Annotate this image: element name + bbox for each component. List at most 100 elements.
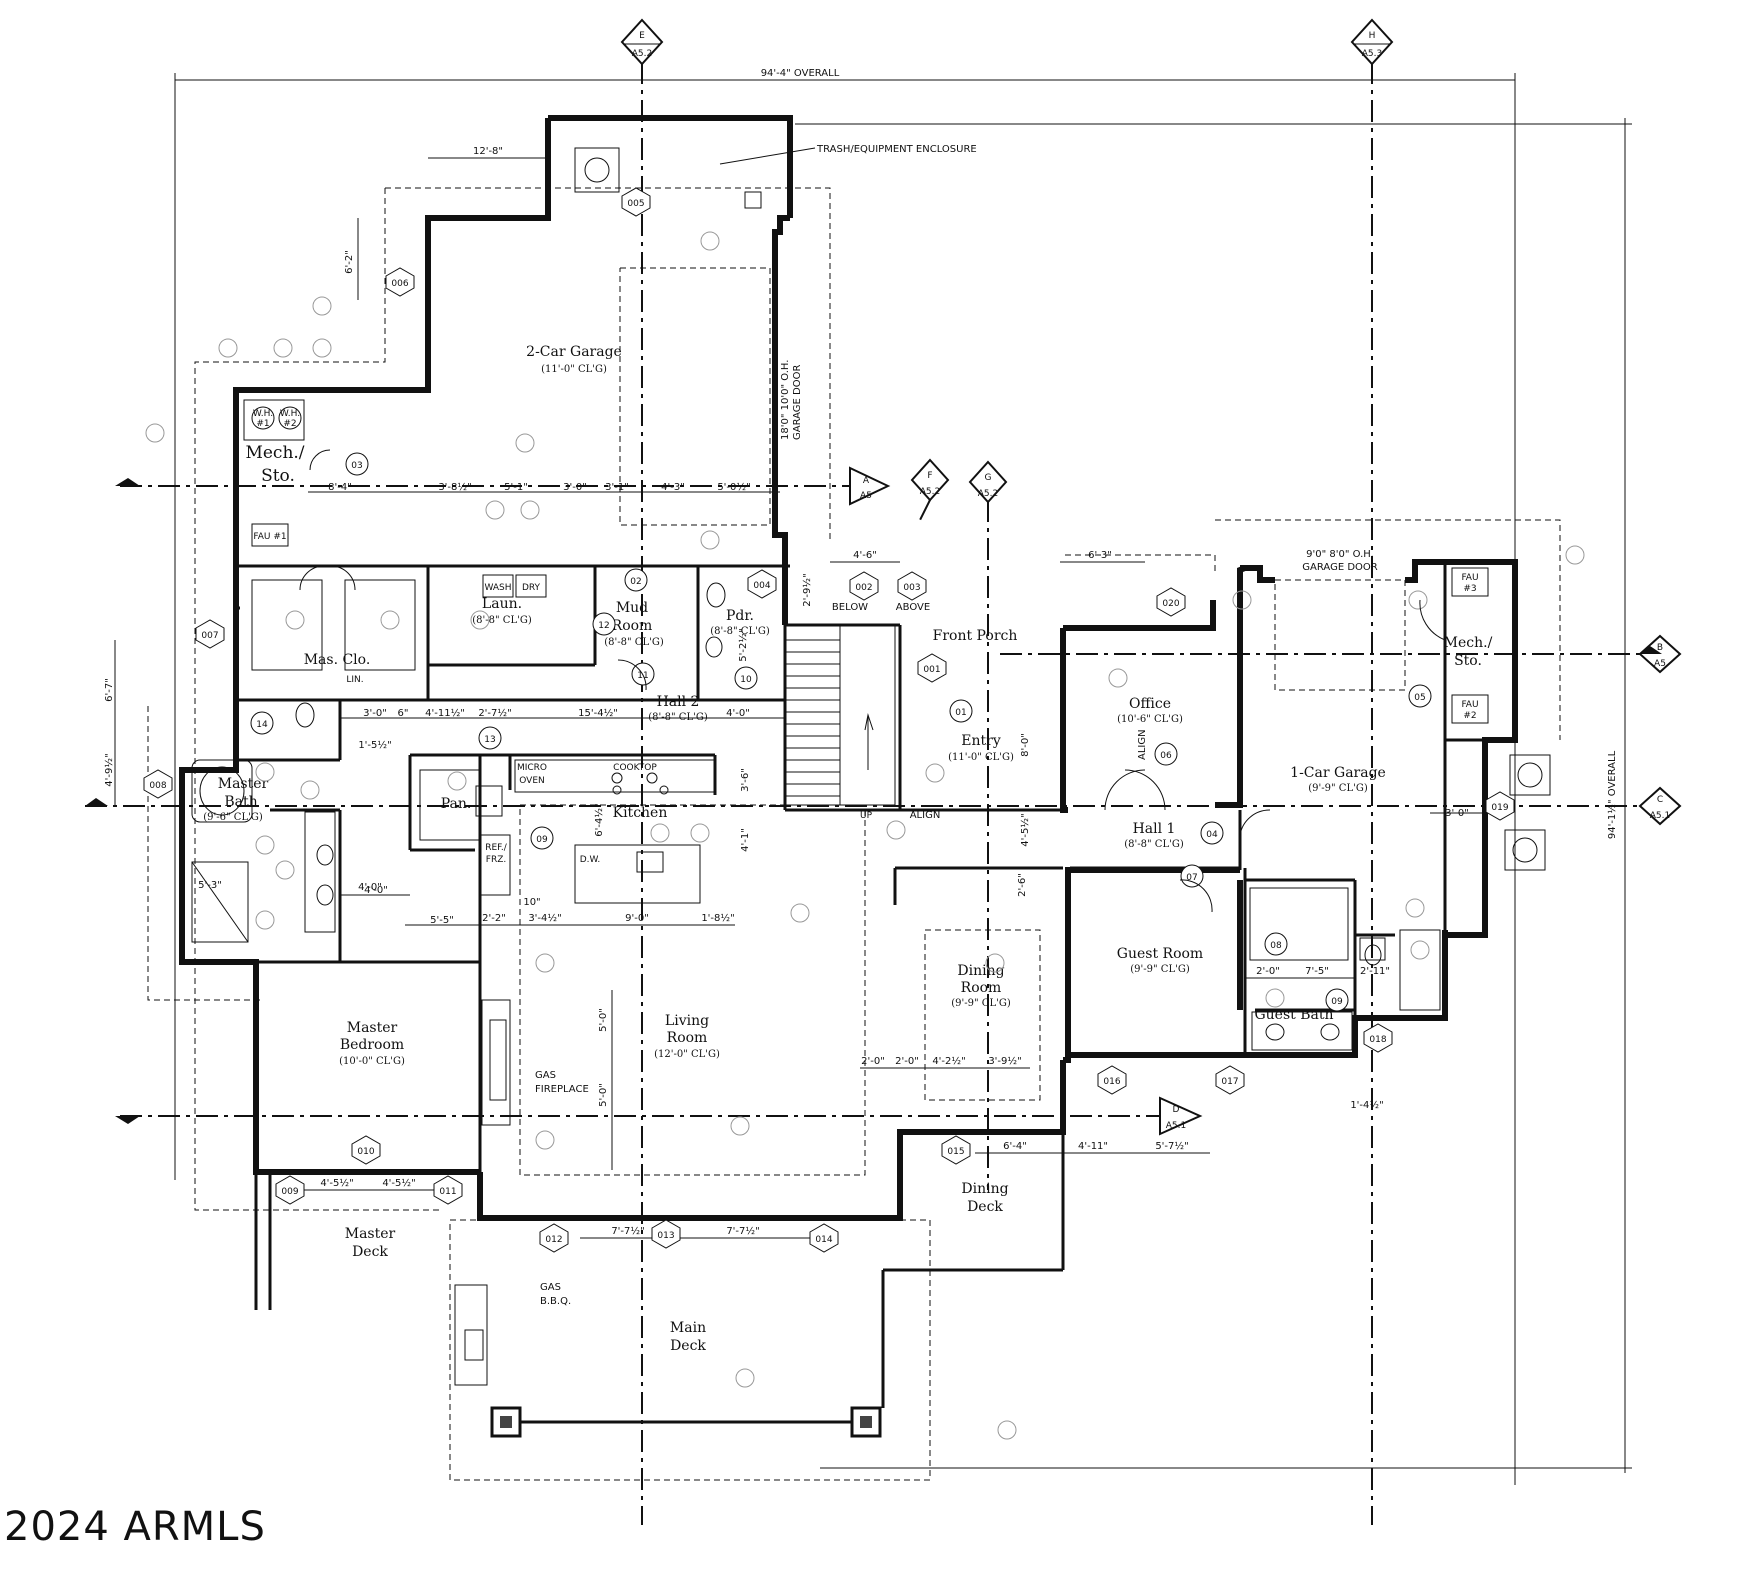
svg-text:1'-8½": 1'-8½" bbox=[701, 912, 734, 924]
room-dining-name2: Room bbox=[961, 980, 1002, 996]
svg-text:#2: #2 bbox=[283, 419, 296, 429]
door-tag-09b: 09 bbox=[530, 826, 554, 850]
room-garage1-ceiling: (9'-9" CL'G) bbox=[1308, 783, 1368, 794]
copyright-text: 2024 ARMLS bbox=[4, 1504, 266, 1550]
svg-text:005: 005 bbox=[627, 199, 644, 209]
window-tag-019: 019 bbox=[1485, 791, 1515, 821]
svg-text:12'-8": 12'-8" bbox=[473, 146, 503, 157]
trash-enclosure bbox=[574, 147, 762, 209]
room-guestroom-ceiling: (9'-9" CL'G) bbox=[1130, 964, 1190, 975]
room-maindeck-name2: Deck bbox=[670, 1338, 706, 1354]
svg-text:FAU: FAU bbox=[1461, 700, 1478, 710]
room-mech1-name2: Sto. bbox=[261, 466, 295, 486]
svg-text:#1: #1 bbox=[256, 419, 269, 429]
room-hall1-ceiling: (8'-8" CL'G) bbox=[1124, 839, 1184, 850]
section-arrows bbox=[85, 478, 1662, 1124]
svg-text:DRY: DRY bbox=[522, 583, 541, 593]
room-masterbath-ceiling: (9'-6" CL'G) bbox=[203, 812, 263, 823]
below-note: BELOW bbox=[832, 602, 868, 613]
closet-shelving bbox=[251, 579, 416, 671]
door-tag-07: 07 bbox=[1180, 864, 1204, 888]
exterior-walls bbox=[179, 115, 1518, 1221]
window-tag-002: 002 bbox=[849, 571, 879, 601]
svg-text:4'-6": 4'-6" bbox=[853, 550, 877, 561]
fau-2: FAU #2 bbox=[1451, 694, 1489, 724]
svg-text:8'-4": 8'-4" bbox=[328, 482, 352, 493]
svg-text:2'-0": 2'-0" bbox=[1256, 966, 1280, 977]
svg-text:FAU #1: FAU #1 bbox=[253, 532, 286, 542]
svg-text:10": 10" bbox=[523, 897, 540, 908]
room-masterdeck-name: Master bbox=[345, 1226, 396, 1242]
svg-text:08: 08 bbox=[1270, 941, 1282, 951]
svg-text:014: 014 bbox=[815, 1235, 832, 1245]
svg-text:7'-7½": 7'-7½" bbox=[611, 1225, 644, 1237]
svg-text:5'-0½": 5'-0½" bbox=[717, 481, 750, 493]
door-tag-14: 14 bbox=[250, 711, 274, 735]
svg-text:D: D bbox=[1173, 1105, 1180, 1115]
svg-text:2'-6": 2'-6" bbox=[1017, 873, 1028, 897]
grid-lines bbox=[85, 62, 1640, 1525]
door-tag-01: 01 bbox=[949, 699, 973, 723]
door-tag-04: 04 bbox=[1200, 821, 1224, 845]
room-masterbed-name2: Bedroom bbox=[340, 1037, 404, 1053]
svg-text:LIN.: LIN. bbox=[346, 675, 363, 685]
svg-text:007: 007 bbox=[201, 631, 218, 641]
svg-text:7'-5": 7'-5" bbox=[1305, 966, 1329, 977]
svg-text:05: 05 bbox=[1414, 693, 1425, 703]
door-tag-13: 13 bbox=[478, 726, 502, 750]
room-kitchen-name: Kitchen bbox=[613, 805, 668, 821]
room-guestroom-name: Guest Room bbox=[1117, 946, 1203, 962]
window-tag-009: 009 bbox=[275, 1175, 305, 1205]
kitchen-fixtures: MICRO OVEN COOKTOP D.W. REF./ FRZ. bbox=[479, 759, 716, 904]
svg-text:03: 03 bbox=[351, 461, 362, 471]
pantry-shelving bbox=[419, 769, 503, 841]
svg-text:12: 12 bbox=[598, 621, 609, 631]
section-marker-e: E A5.2 bbox=[620, 18, 664, 66]
room-mech2-name: Mech./ bbox=[1444, 635, 1493, 651]
svg-text:4'-9½": 4'-9½" bbox=[103, 753, 115, 786]
svg-text:4'-5½": 4'-5½" bbox=[320, 1177, 353, 1189]
align-note: ALIGN bbox=[910, 810, 941, 821]
room-living-ceiling: (12'-0" CL'G) bbox=[654, 1049, 720, 1060]
svg-text:4'-0": 4'-0" bbox=[364, 885, 388, 896]
room-maindeck-name: Main bbox=[670, 1320, 706, 1336]
room-labels: 2-Car Garage (11'-0" CL'G) Mech./ Sto. L… bbox=[203, 344, 1492, 1354]
room-guestbath-name: Guest Bath bbox=[1254, 1007, 1333, 1023]
svg-text:2'-11": 2'-11" bbox=[1360, 966, 1390, 977]
window-tag-008: 008 bbox=[143, 769, 173, 799]
svg-text:H: H bbox=[1369, 31, 1376, 41]
room-garage1-name: 1-Car Garage bbox=[1290, 765, 1386, 781]
door-tag-10: 10 bbox=[734, 666, 758, 690]
align-note-2: ALIGN bbox=[1137, 729, 1148, 760]
svg-text:04: 04 bbox=[1206, 830, 1218, 840]
svg-text:01: 01 bbox=[955, 708, 966, 718]
svg-text:4'-0": 4'-0" bbox=[726, 708, 750, 719]
room-dining-name: Dining bbox=[957, 963, 1004, 979]
svg-text:3'-8½": 3'-8½" bbox=[438, 481, 471, 493]
overall-width-label: 94'-4" OVERALL bbox=[761, 68, 840, 79]
svg-text:5'-0": 5'-0" bbox=[598, 1008, 609, 1032]
svg-text:A5: A5 bbox=[860, 491, 872, 501]
svg-text:W.H.: W.H. bbox=[253, 409, 273, 419]
svg-text:3'-0": 3'-0" bbox=[563, 482, 587, 493]
window-tag-020: 020 bbox=[1156, 587, 1186, 617]
svg-text:GAS: GAS bbox=[540, 1282, 561, 1293]
svg-text:REF./: REF./ bbox=[485, 843, 508, 853]
svg-text:008: 008 bbox=[149, 781, 166, 791]
svg-text:15'-4½": 15'-4½" bbox=[578, 707, 618, 719]
window-tag-001: 001 bbox=[917, 653, 947, 683]
door-tag-02: 02 bbox=[624, 568, 648, 592]
door-tag-03: 03 bbox=[345, 452, 369, 476]
svg-text:6": 6" bbox=[398, 708, 409, 719]
svg-text:002: 002 bbox=[855, 583, 872, 593]
window-tag-006: 006 bbox=[385, 267, 415, 297]
window-tag-016: 016 bbox=[1097, 1065, 1127, 1095]
window-tag-017: 017 bbox=[1215, 1065, 1245, 1095]
room-office-ceiling: (10'-6" CL'G) bbox=[1117, 714, 1183, 725]
svg-text:5'-1": 5'-1" bbox=[504, 482, 528, 493]
garage-door-note: 18'0" 10'0" O.H. bbox=[780, 360, 791, 440]
svg-text:8'-0": 8'-0" bbox=[1020, 733, 1031, 757]
overall-width-dimension: 94'-4" OVERALL bbox=[174, 68, 1516, 1485]
svg-text:6'-4": 6'-4" bbox=[1003, 1141, 1027, 1152]
room-pdr-ceiling: (8'-8" CL'G) bbox=[710, 626, 770, 637]
